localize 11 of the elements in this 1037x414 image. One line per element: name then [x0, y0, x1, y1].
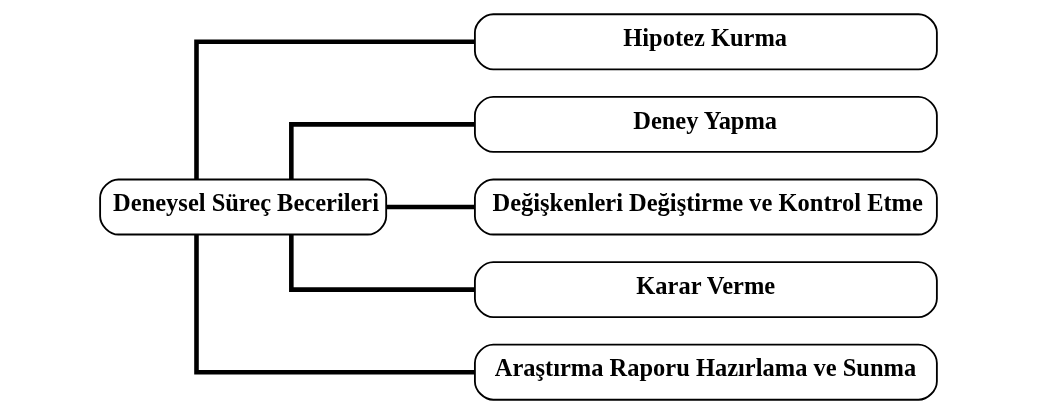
node-box: Deneysel Süreç Becerileri	[99, 178, 388, 236]
connector	[289, 122, 475, 180]
connector	[386, 204, 475, 210]
node-box: Hipotez Kurma	[473, 13, 938, 71]
connector	[194, 235, 475, 375]
node-box: Karar Verme	[473, 261, 938, 319]
node-box: Değişkenleri Değiştirme ve Kontrol Etme	[473, 178, 938, 236]
node-box: Deney Yapma	[473, 95, 938, 153]
connector	[194, 39, 475, 179]
node-box: Araştırma Raporu Hazırlama ve Sunma	[473, 343, 938, 401]
connector	[289, 234, 475, 292]
